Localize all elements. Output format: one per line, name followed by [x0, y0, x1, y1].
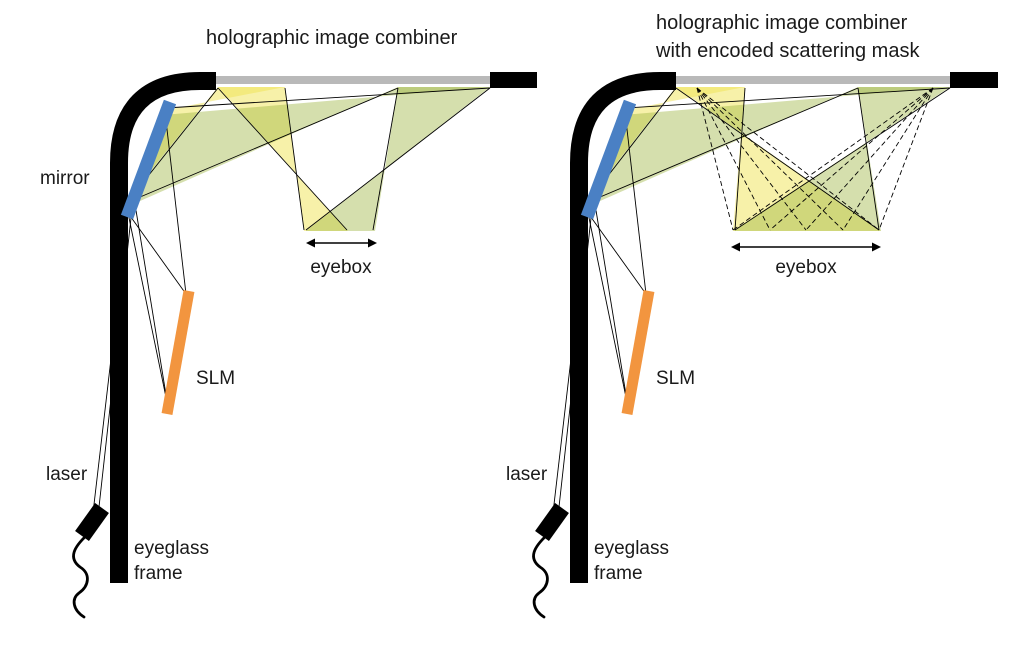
arrow-head-right-icon — [368, 238, 377, 248]
frame-end-cap — [490, 72, 537, 88]
ray — [305, 87, 491, 231]
scatter-ray — [696, 87, 807, 231]
ray — [127, 212, 169, 408]
scatter-ray — [696, 87, 734, 231]
frame-label-line1: eyeglass — [594, 538, 669, 559]
holographic-combiner-mask — [676, 76, 950, 84]
ray — [164, 111, 187, 295]
slm-label: SLM — [196, 368, 235, 389]
right-title-line1: holographic image combiner — [656, 12, 908, 34]
scattered-dashed-rays — [696, 87, 934, 231]
ray — [127, 212, 187, 295]
eyebox-arrow — [306, 238, 377, 248]
laser-element — [75, 503, 109, 541]
holographic-combiner — [216, 76, 490, 84]
ray — [587, 212, 647, 295]
eyebox-label: eyebox — [775, 257, 837, 278]
right-beams — [591, 87, 950, 231]
scatter-ray — [696, 87, 844, 231]
frame-label-line2: frame — [594, 563, 643, 584]
scatter-ray — [878, 87, 934, 231]
mirror-label: mirror — [40, 168, 90, 189]
laser-label: laser — [46, 464, 88, 485]
scatter-ray — [696, 87, 880, 231]
yellow-beam-scattered-fan — [676, 87, 881, 231]
ray — [857, 87, 880, 231]
eyeglass-frame — [570, 72, 676, 583]
arrow-head-left-icon — [731, 242, 740, 252]
slm-element — [621, 290, 655, 415]
frame-end-cap — [950, 72, 998, 88]
right-title-line2: with encoded scattering mask — [655, 40, 920, 62]
eyebox-arrow — [731, 242, 881, 252]
ray — [217, 87, 348, 231]
ray — [593, 197, 629, 408]
yellow-beam-incident — [599, 87, 745, 185]
left-title: holographic image combiner — [206, 27, 458, 49]
ray — [734, 87, 746, 231]
ray — [675, 87, 880, 231]
scatter-ray — [696, 87, 771, 231]
green-beam-incident — [591, 87, 950, 205]
ray — [734, 87, 951, 231]
ray — [372, 87, 399, 231]
ray — [624, 111, 647, 295]
left-panel: holographic image combiner mirror SLM la… — [40, 27, 537, 619]
laser-element — [535, 503, 569, 541]
ray — [165, 87, 491, 109]
frame-label-line1: eyeglass — [134, 538, 209, 559]
ray — [132, 87, 399, 201]
mirror-element — [580, 99, 637, 220]
scatter-ray — [732, 87, 934, 231]
slm-label: SLM — [656, 368, 695, 389]
laser-cable — [532, 533, 549, 619]
left-beams — [131, 87, 490, 231]
eyeglass-frame — [110, 72, 216, 583]
green-beam-incident — [131, 87, 490, 205]
scatter-ray — [769, 87, 934, 231]
right-panel: holographic image combiner with encoded … — [506, 12, 998, 619]
arrow-head-right-icon — [872, 242, 881, 252]
frame-label-line2: frame — [134, 563, 183, 584]
eyebox-label: eyebox — [310, 257, 372, 278]
yellow-beam-incident — [139, 87, 285, 185]
laser-cable — [72, 533, 89, 619]
scatter-ray — [842, 87, 934, 231]
ray — [284, 87, 305, 231]
ray — [625, 87, 951, 109]
laser-label: laser — [506, 464, 548, 485]
ray — [133, 197, 169, 408]
slm-element — [161, 290, 195, 415]
ray — [592, 87, 859, 201]
ray — [136, 87, 219, 191]
arrow-head-left-icon — [306, 238, 315, 248]
ray — [587, 212, 629, 408]
mirror-element — [120, 99, 177, 220]
